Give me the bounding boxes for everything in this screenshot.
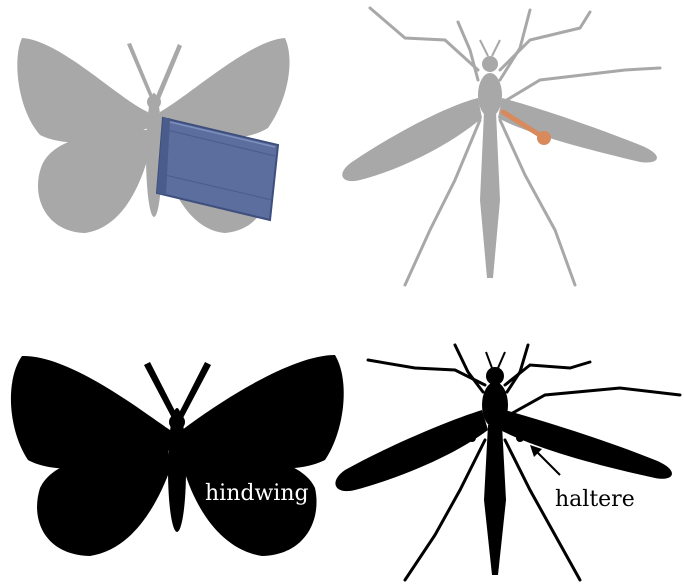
leg-5 <box>500 388 680 420</box>
head <box>147 95 161 109</box>
antenna-left <box>127 43 153 98</box>
abdomen <box>484 425 506 575</box>
antenna-right <box>156 44 182 99</box>
left-hindwing <box>38 130 150 233</box>
leg-7 <box>500 120 575 285</box>
hindwing-plate <box>157 118 278 220</box>
leg-3 <box>458 22 478 80</box>
abdomen <box>480 112 500 278</box>
leg-2 <box>500 12 590 70</box>
head <box>486 367 504 385</box>
left-haltere-knob <box>468 434 476 442</box>
bottom-left-butterfly-silhouette <box>11 355 344 556</box>
antenna-left <box>486 352 492 368</box>
left-forewing <box>17 38 148 143</box>
right-haltere-knob <box>516 434 524 442</box>
antenna-right <box>498 352 505 368</box>
right-wing <box>498 98 657 163</box>
antenna-left <box>144 362 177 418</box>
head <box>482 56 498 72</box>
head <box>169 414 185 430</box>
right-wing <box>500 410 672 479</box>
haltere-label: haltere <box>555 487 635 512</box>
antenna-right <box>492 40 500 56</box>
hindwing-label: hindwing <box>205 481 309 506</box>
left-haltere-knob <box>463 118 471 126</box>
thorax <box>478 73 502 117</box>
leg-1 <box>370 8 478 70</box>
leg-3 <box>455 345 483 392</box>
antenna-left <box>480 40 488 56</box>
thorax <box>482 382 508 428</box>
antenna-right <box>178 362 211 418</box>
